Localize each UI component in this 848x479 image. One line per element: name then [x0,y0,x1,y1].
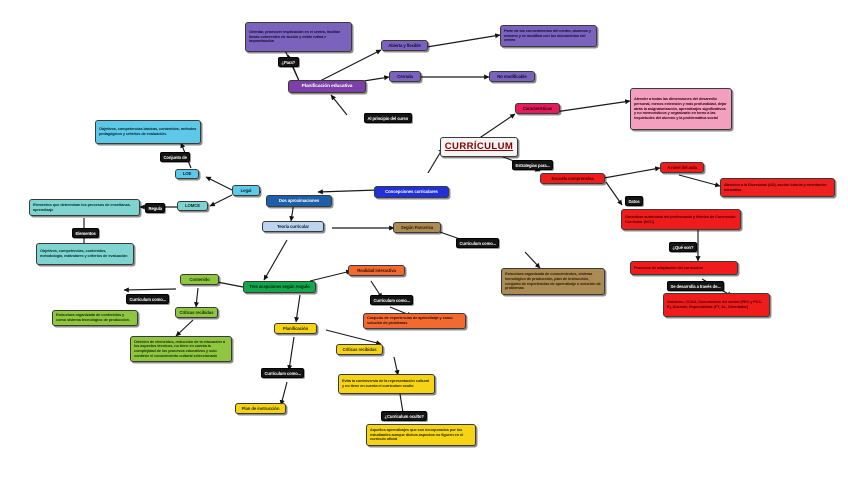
node-plan-instruccion[interactable]: Plan de instrucción [235,403,286,414]
link-label-estrategias-para[interactable]: Estrategias para... [512,160,554,170]
link-label-curriculum-como-4[interactable]: Currículum como... [261,368,305,378]
node-escuela-comprensiva[interactable]: Escuela comprensiva [540,173,605,184]
node-omision-elementos[interactable]: Omisión de elementos, reducción de la ed… [130,336,232,362]
node-planificacion[interactable]: Planificación [274,323,317,334]
node-elementos-determinan[interactable]: Elementos que determinan los procesos de… [29,199,140,216]
node-tres-acepciones[interactable]: Tres acepciones según Angulo [243,281,316,293]
node-loe[interactable]: LOE [175,169,199,179]
node-garantizar-autonomia[interactable]: Garantizar autonomía del profesorado y N… [621,209,741,230]
node-teoria-curricular[interactable]: Teoría curricular [262,221,324,232]
link-label-curriculum-como-1[interactable]: Currículum como... [456,238,500,248]
node-cerrada[interactable]: Cerrada [389,71,421,82]
node-dos-aproximaciones[interactable]: Dos aproximaciones [266,195,332,207]
node-curriculum-title[interactable]: CURRÍCULUM [440,137,518,157]
node-abierta-flexible[interactable]: Abierta y flexible [381,40,428,51]
link-label-elementos[interactable]: Elementos [72,228,100,238]
node-aquellos-aprendizajes[interactable]: Aquellos aprendizajes que son incorporad… [366,424,476,446]
node-atencion-diversidad[interactable]: Atención a la Diversidad (AD), acción tu… [720,178,835,197]
link-label-curriculum-oculto[interactable]: ¿Currículum oculto? [381,411,428,421]
node-estructura-organizada[interactable]: Estructura organizada de contenidos y co… [52,310,138,326]
link-label-al-principio-del-curso[interactable]: Al principio del curso [364,113,412,123]
node-planificacion-educativa[interactable]: Planificación educativa [288,80,366,93]
link-label-regula[interactable]: Regula [145,203,166,213]
node-nivel-aula[interactable]: A nivel del aula [660,162,704,173]
node-criticas-planificacion[interactable]: Críticas recibidas [336,344,383,355]
node-evita-controversia[interactable]: Evita la controversia de la representaci… [338,374,435,394]
node-estructura-organizada-larga[interactable]: Estructura organizada de conocimientos, … [501,268,605,295]
node-segun-parcerisa[interactable]: Según Parcerisa [393,222,441,233]
link-label-para[interactable]: ¿Para? [278,57,299,67]
node-caracteristicas[interactable]: Características [515,103,560,114]
link-label-curriculum-como-3[interactable]: Currículum como... [370,295,414,305]
node-procesos-adaptacion[interactable]: Procesos de adaptación del currículum [630,261,738,275]
node-gobierno-ccaa[interactable]: Gobierno, CCAA, Documentos del centro (P… [663,293,770,317]
link-label-conjunto-de[interactable]: Conjunto de [160,152,191,162]
node-legal[interactable]: Legal [232,185,260,196]
node-objetivos-lomce[interactable]: Objetivos, competencias, contenidos, met… [36,243,134,265]
link-label-curriculum-como-2[interactable]: Currículum como... [126,294,170,304]
link-label-se-desarrolla[interactable]: Se desarrolla a través de... [667,281,725,291]
link-label-datos[interactable]: Datos [625,196,644,206]
node-conjunto-experiencias[interactable]: Conjunto de experiencias de aprendizaje … [363,313,466,329]
node-parte-conocimientos[interactable]: Parte de los conocimientos del centro, a… [500,25,597,47]
node-objetivos-loe[interactable]: Objetivos, competencias básicas, conteni… [95,120,201,144]
node-lomce[interactable]: LOMCE [177,201,208,211]
node-realidad-interactiva[interactable]: Realidad interactiva [348,265,405,276]
node-criticas-contenido[interactable]: Críticas recibidas [175,307,218,318]
node-atender-dimensiones[interactable]: Atender a todas las dimensiones del desa… [630,88,732,130]
link-label-que-son[interactable]: ¿Qué son? [669,242,697,252]
node-orientar-promover[interactable]: Orientar, promover implicación en el cen… [245,22,352,52]
node-concepciones-curriculares[interactable]: Concepciones curriculares [374,186,449,198]
node-no-modificable[interactable]: No modificable [489,71,535,82]
node-contenido[interactable]: Contenido [180,274,219,285]
